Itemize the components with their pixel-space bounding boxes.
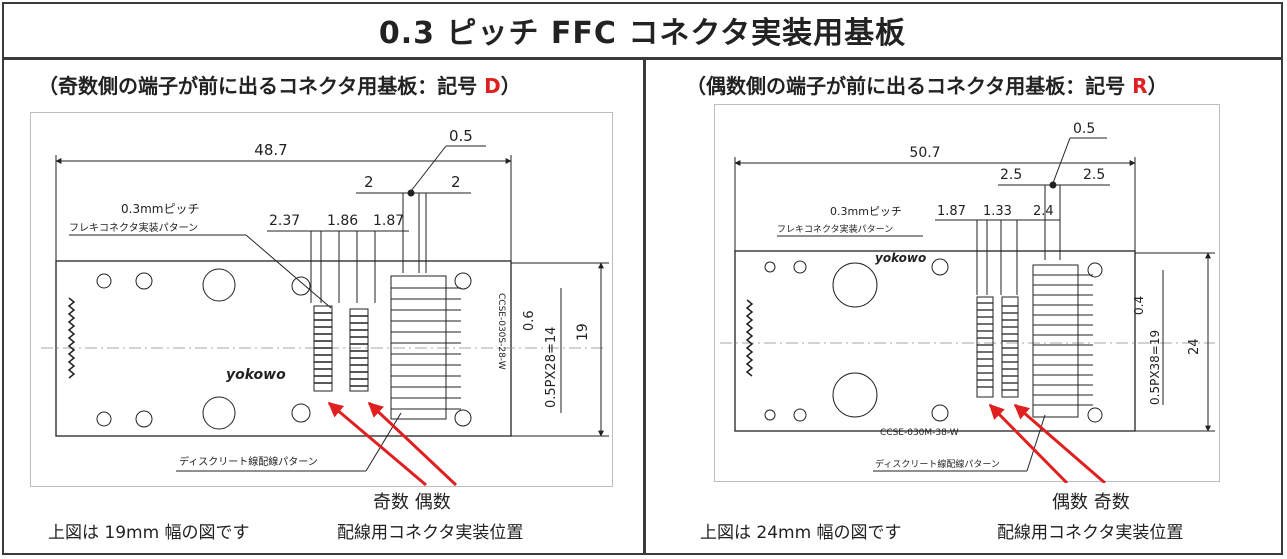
hole xyxy=(793,408,807,422)
dim-pad: 0.5 xyxy=(1073,121,1095,137)
left-subtitle-text: （奇数側の端子が前に出るコネクタ用基板：記号 xyxy=(38,74,485,98)
left-subtitle-close: ） xyxy=(500,74,521,98)
discrete-leader xyxy=(1026,414,1046,472)
hole xyxy=(135,272,153,290)
dim-width: 48.7 xyxy=(254,141,287,159)
right-caption-width: 上図は 24mm 幅の図です xyxy=(700,523,902,543)
hole xyxy=(764,261,776,273)
discrete-leader xyxy=(365,412,402,472)
red-arrow-odd xyxy=(1013,403,1106,485)
right-subtitle-code: R xyxy=(1132,74,1148,98)
hole xyxy=(96,273,112,289)
hole xyxy=(764,409,776,421)
dim-pitch: 0.5PX28=14 xyxy=(544,327,559,408)
right-drawing: 50.7 0.5 2.5 2.5 0.3mmピッチ フレキコネクタ実装パターン … xyxy=(720,121,1215,485)
pad-odd xyxy=(1001,296,1019,398)
dim-pad-leader xyxy=(410,145,447,192)
left-subtitle-code: D xyxy=(484,74,501,98)
right-subtitle-close: ） xyxy=(1147,74,1168,98)
panel-divider xyxy=(643,58,646,555)
hole-large xyxy=(832,372,878,418)
discrete-label: ディスクリート線配線パターン xyxy=(179,455,318,468)
left-drawing: 48.7 0.5 2 2 0.3mmピッチ フレキコネクタ実装パターン 2.37… xyxy=(41,127,609,487)
hole xyxy=(793,260,807,274)
brand-mark: yokowo xyxy=(875,251,926,265)
dim-04: 0.4 xyxy=(1132,296,1146,315)
page-title: 0.3 ピッチ FFC コネクタ実装用基板 xyxy=(378,15,907,51)
dim-pad: 0.5 xyxy=(449,127,473,145)
discrete-label: ディスクリート線配線パターン xyxy=(875,458,1000,470)
zigzag-pattern xyxy=(745,299,754,377)
pad-even xyxy=(976,296,994,398)
right-even-label: 偶数 xyxy=(1052,492,1088,513)
left-drawing-panel: 48.7 0.5 2 2 0.3mmピッチ フレキコネクタ実装パターン 2.37… xyxy=(30,112,613,487)
dim-24: 2.4 xyxy=(1033,204,1054,219)
hole-large xyxy=(202,396,236,430)
hole xyxy=(96,411,112,427)
brand-mark: yokowo xyxy=(226,367,286,383)
left-subtitle: （奇数側の端子が前に出るコネクタ用基板：記号 D） xyxy=(38,70,521,99)
dim-a: 2.5 xyxy=(1000,167,1022,183)
left-caption-width: 上図は 19mm 幅の図です xyxy=(48,523,250,543)
hole xyxy=(454,409,472,427)
zigzag-pattern xyxy=(67,297,76,379)
hole xyxy=(1087,407,1103,423)
part-number: CCSE-030S-28-W xyxy=(496,293,506,370)
part-number: CCSE-030M-38-W xyxy=(880,428,959,438)
pitch-label: 0.3mmピッチ xyxy=(121,202,199,216)
red-arrow-even xyxy=(988,403,1069,485)
left-even-label: 偶数 xyxy=(414,492,451,513)
title-bar: 0.3 ピッチ FFC コネクタ実装用基板 xyxy=(2,2,1283,60)
discrete-pattern xyxy=(1032,264,1079,418)
pattern-label: フレキコネクタ実装パターン xyxy=(69,221,198,234)
discrete-pattern xyxy=(390,275,447,420)
hole xyxy=(291,276,311,296)
right-subtitle-text: （偶数側の端子が前に出るコネクタ用基板：記号 xyxy=(686,74,1133,98)
hole-large xyxy=(202,268,236,302)
dim-06: 0.6 xyxy=(522,310,537,331)
pitch-label: 0.3mmピッチ xyxy=(830,205,902,218)
dim-237: 2.37 xyxy=(269,213,300,229)
left-caption-position: 配線用コネクタ実装位置 xyxy=(337,523,524,543)
dim-pitch: 0.5PX38=19 xyxy=(1148,330,1162,405)
left-odd-label: 奇数 xyxy=(373,492,409,513)
left-odd-even: 奇数 偶数 xyxy=(373,488,451,514)
dim-133: 1.33 xyxy=(983,204,1012,219)
hole xyxy=(454,272,472,290)
right-even-odd: 偶数 奇数 xyxy=(1052,488,1130,514)
red-arrow-even xyxy=(367,401,458,487)
dim-b: 2 xyxy=(451,173,461,191)
dim-187: 1.87 xyxy=(373,213,404,229)
hole xyxy=(931,404,949,422)
red-arrow-odd xyxy=(327,401,427,487)
board-outline xyxy=(55,260,512,437)
pattern-leader xyxy=(245,234,332,309)
hole xyxy=(135,410,153,428)
dim-187: 1.87 xyxy=(937,204,966,219)
pattern-label: フレキコネクタ実装パターン xyxy=(777,223,893,235)
right-drawing-panel: 50.7 0.5 2.5 2.5 0.3mmピッチ フレキコネクタ実装パターン … xyxy=(714,104,1220,485)
dim-186: 1.86 xyxy=(327,213,358,229)
hole xyxy=(291,403,311,423)
dim-width: 50.7 xyxy=(909,145,940,161)
dim-pad-leader xyxy=(1052,137,1071,184)
board-outline xyxy=(734,250,1136,432)
hole xyxy=(931,258,949,276)
pad-even xyxy=(349,308,369,392)
dim-height: 19 xyxy=(575,323,591,341)
right-subtitle: （偶数側の端子が前に出るコネクタ用基板：記号 R） xyxy=(686,70,1168,99)
right-odd-label: 奇数 xyxy=(1093,492,1130,513)
dim-a: 2 xyxy=(364,173,374,191)
right-caption-position: 配線用コネクタ実装位置 xyxy=(997,523,1184,543)
dim-b: 2.5 xyxy=(1083,167,1105,183)
hole xyxy=(1087,262,1103,278)
hole-large xyxy=(832,262,878,308)
dim-height: 24 xyxy=(1187,338,1202,355)
